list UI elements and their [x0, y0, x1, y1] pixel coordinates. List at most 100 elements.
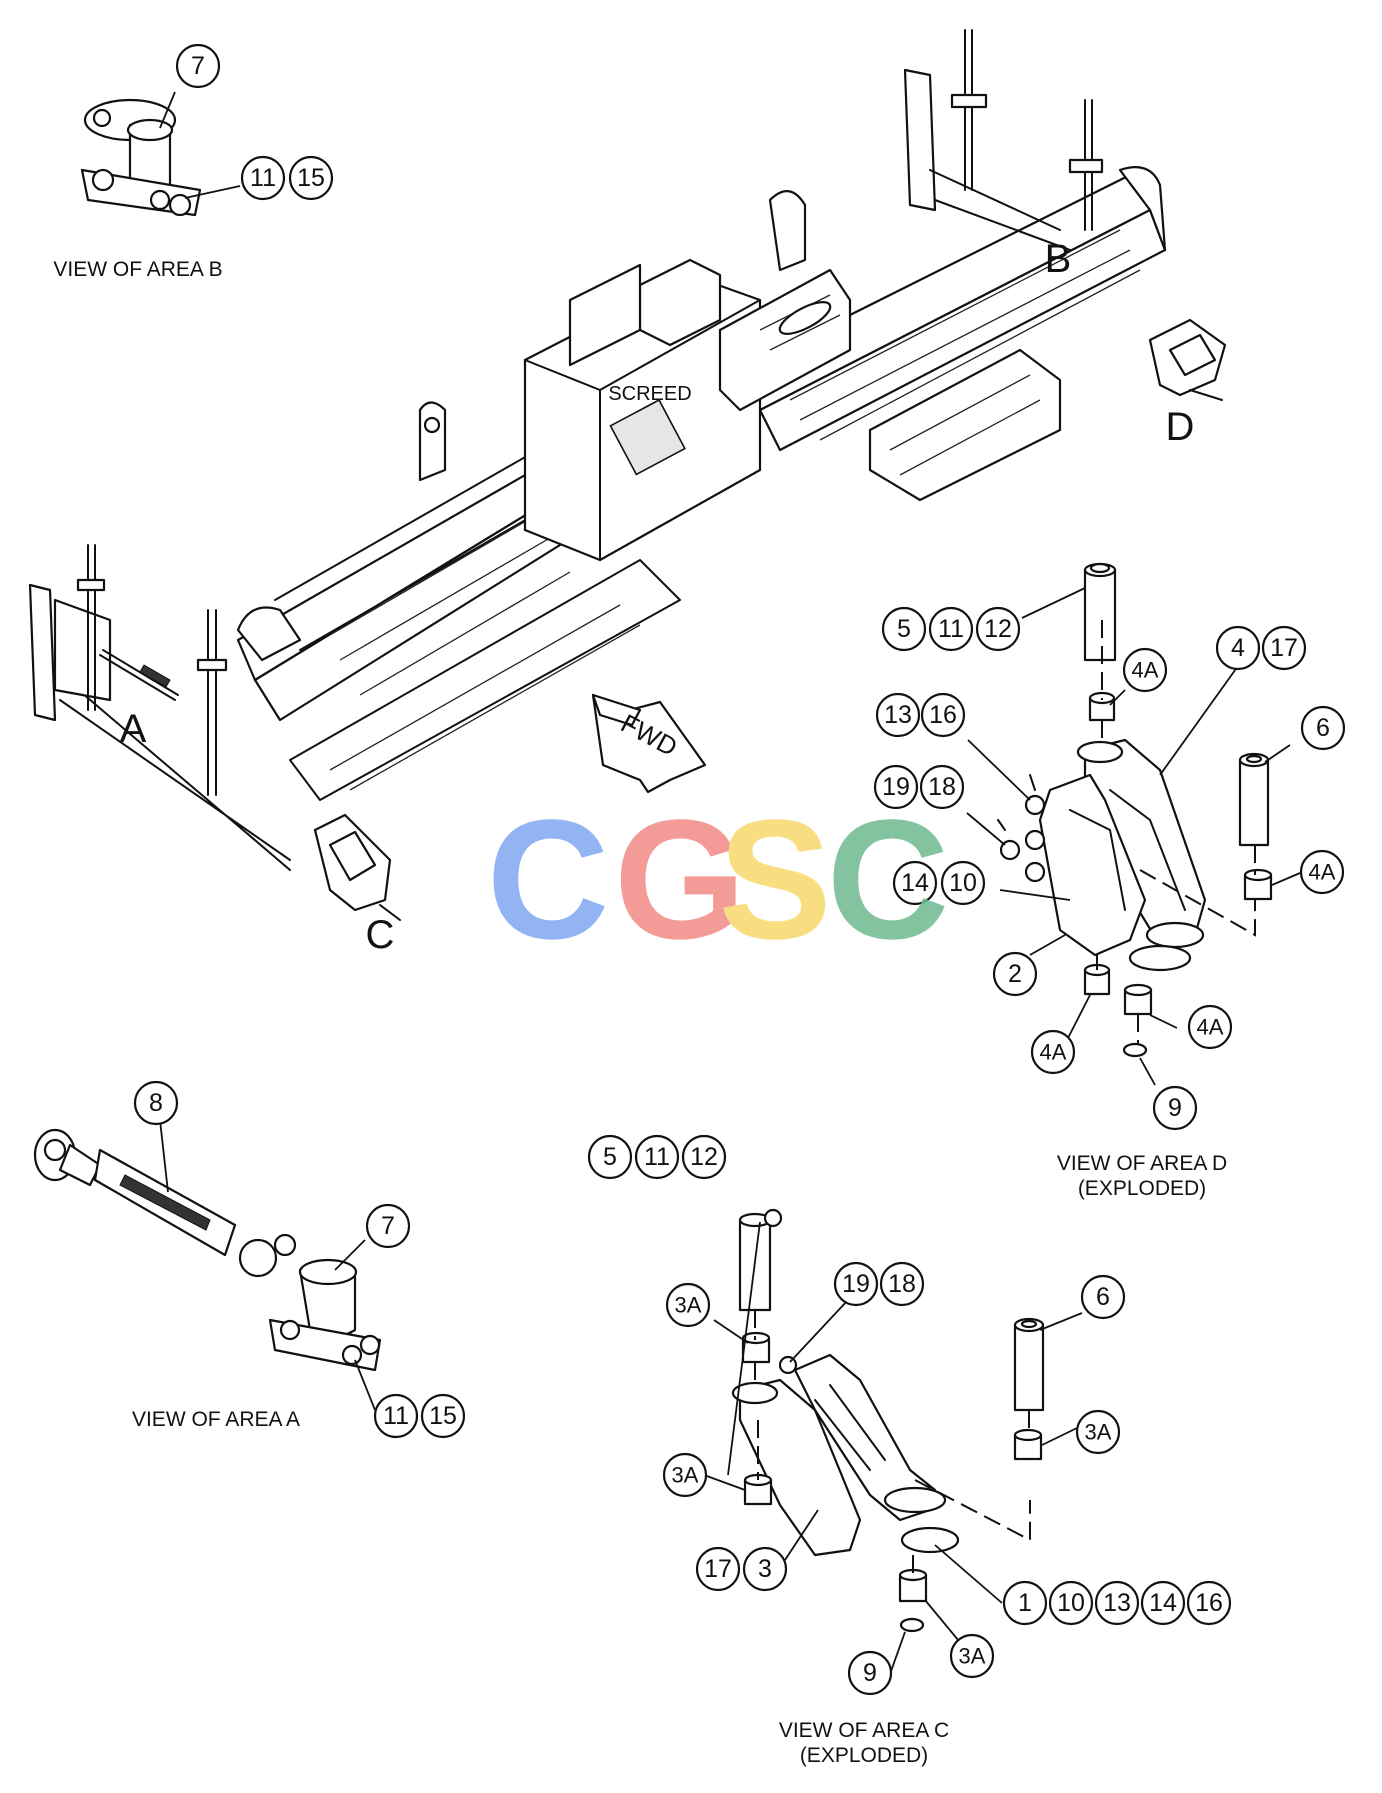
- callout-11-a: 11: [373, 1393, 419, 1439]
- svg-text:16: 16: [1195, 1589, 1223, 1617]
- callout-6-c: 6: [1080, 1274, 1126, 1320]
- svg-text:9: 9: [1168, 1094, 1182, 1122]
- callout-17-d: 17: [1261, 625, 1307, 671]
- svg-text:4: 4: [1231, 634, 1245, 662]
- callout-18-d: 18: [919, 764, 965, 810]
- svg-text:10: 10: [949, 869, 977, 897]
- forward-arrow: FWD: [591, 693, 707, 794]
- caption-view-area-b: VIEW OF AREA B: [53, 258, 222, 281]
- area-c-label: C: [366, 913, 395, 957]
- callout-3a-c-top: 3A: [665, 1282, 711, 1328]
- callout-15-a: 15: [420, 1393, 466, 1439]
- svg-text:4A: 4A: [1040, 1040, 1067, 1065]
- svg-text:12: 12: [984, 615, 1012, 643]
- svg-text:7: 7: [191, 52, 205, 80]
- svg-text:13: 13: [1103, 1589, 1131, 1617]
- callout-16-d: 16: [920, 692, 966, 738]
- svg-text:3A: 3A: [672, 1463, 699, 1488]
- callout-4-d: 4: [1215, 625, 1261, 671]
- area-b-label: B: [1045, 237, 1072, 281]
- svg-text:14: 14: [901, 869, 929, 897]
- svg-text:4A: 4A: [1309, 860, 1336, 885]
- caption-view-area-a: VIEW OF AREA A: [132, 1408, 300, 1431]
- watermark-letter-3: S: [718, 785, 831, 975]
- svg-text:19: 19: [882, 773, 910, 801]
- svg-text:3A: 3A: [675, 1293, 702, 1318]
- callout-7-b: 7: [175, 43, 221, 89]
- watermark-logo: C G S C: [487, 785, 950, 975]
- watermark-letter-4: C: [827, 785, 950, 975]
- callout-11-b: 11: [240, 155, 286, 201]
- callout-18-c: 18: [879, 1261, 925, 1307]
- svg-text:19: 19: [842, 1270, 870, 1298]
- svg-text:7: 7: [381, 1212, 395, 1240]
- callout-3a-c-bottom: 3A: [949, 1633, 995, 1679]
- callout-16-c: 16: [1186, 1580, 1232, 1626]
- callout-2-d: 2: [992, 951, 1038, 997]
- watermark-letter-2: G: [614, 785, 746, 975]
- callout-4a-d-right: 4A: [1299, 849, 1345, 895]
- callout-4a-d-bottom-right: 4A: [1187, 1004, 1233, 1050]
- callout-12-d: 12: [975, 606, 1021, 652]
- callout-12-c: 12: [681, 1134, 727, 1180]
- callout-1-c: 1: [1002, 1580, 1048, 1626]
- caption-view-area-d-line2: (EXPLODED): [1078, 1177, 1206, 1200]
- area-d-label: D: [1166, 405, 1195, 449]
- callout-19-d: 19: [873, 764, 919, 810]
- svg-text:17: 17: [1270, 634, 1298, 662]
- svg-text:18: 18: [928, 773, 956, 801]
- svg-text:11: 11: [383, 1402, 409, 1430]
- svg-text:6: 6: [1096, 1283, 1110, 1311]
- callout-19-c: 19: [833, 1261, 879, 1307]
- screed-frame-drawing: [28, 29, 1227, 921]
- callout-3a-c-right: 3A: [1075, 1409, 1121, 1455]
- watermark-letter-1: C: [487, 785, 610, 975]
- svg-text:4A: 4A: [1132, 658, 1159, 683]
- svg-text:6: 6: [1316, 714, 1330, 742]
- svg-text:10: 10: [1057, 1589, 1085, 1617]
- svg-text:3: 3: [758, 1555, 772, 1583]
- area-d-detail: [997, 562, 1273, 1058]
- screed-label: SCREED: [608, 383, 691, 405]
- callout-4a-d-top: 4A: [1122, 647, 1168, 693]
- callout-13-c: 13: [1094, 1580, 1140, 1626]
- svg-text:3A: 3A: [1085, 1420, 1112, 1445]
- svg-text:14: 14: [1149, 1589, 1177, 1617]
- callout-5-d: 5: [881, 606, 927, 652]
- callout-10-c: 10: [1048, 1580, 1094, 1626]
- callout-9-d: 9: [1152, 1085, 1198, 1131]
- svg-text:3A: 3A: [959, 1644, 986, 1669]
- area-b-detail: [80, 98, 202, 217]
- svg-text:2: 2: [1008, 960, 1022, 988]
- svg-text:12: 12: [690, 1143, 718, 1171]
- callout-6-d: 6: [1300, 705, 1346, 751]
- callout-5-c: 5: [587, 1134, 633, 1180]
- svg-text:8: 8: [149, 1089, 163, 1117]
- callout-3a-c-left: 3A: [662, 1452, 708, 1498]
- area-a-label: A: [120, 707, 147, 751]
- caption-view-area-c-line1: VIEW OF AREA C: [779, 1719, 949, 1742]
- svg-text:11: 11: [250, 164, 276, 192]
- callout-14-d: 14: [892, 860, 938, 906]
- svg-text:18: 18: [888, 1270, 916, 1298]
- svg-text:15: 15: [429, 1402, 457, 1430]
- svg-text:9: 9: [863, 1659, 877, 1687]
- svg-text:11: 11: [938, 615, 964, 643]
- svg-text:17: 17: [704, 1555, 732, 1583]
- callout-9-c: 9: [847, 1650, 893, 1696]
- callout-17-c: 17: [695, 1546, 741, 1592]
- callout-11-d: 11: [928, 606, 974, 652]
- callout-8-a: 8: [133, 1080, 179, 1126]
- svg-text:1: 1: [1018, 1589, 1032, 1617]
- svg-text:15: 15: [297, 164, 325, 192]
- callout-7-a: 7: [365, 1203, 411, 1249]
- callout-13-d: 13: [875, 692, 921, 738]
- callout-14-c: 14: [1140, 1580, 1186, 1626]
- svg-text:16: 16: [929, 701, 957, 729]
- area-a-detail: [33, 1128, 382, 1372]
- callout-15-b: 15: [288, 155, 334, 201]
- svg-text:5: 5: [897, 615, 911, 643]
- caption-view-area-d-line1: VIEW OF AREA D: [1057, 1152, 1227, 1175]
- svg-text:13: 13: [884, 701, 912, 729]
